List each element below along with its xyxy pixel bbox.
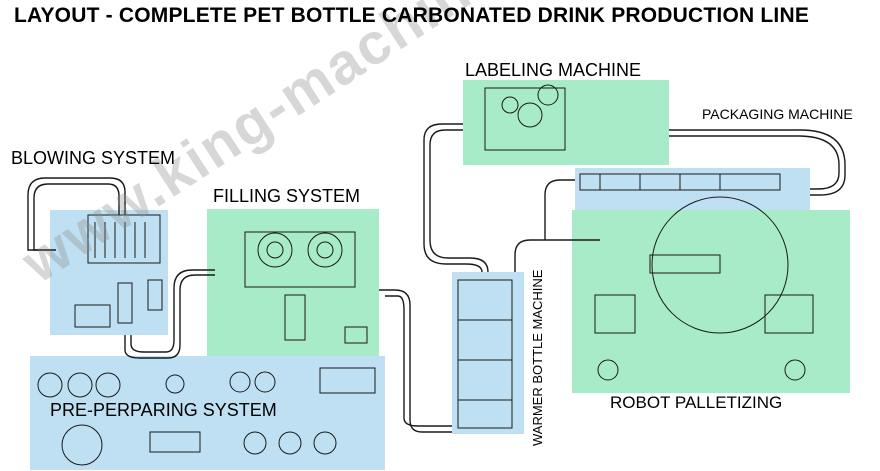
preparing-zone [30, 356, 385, 470]
page-title: LAYOUT - COMPLETE PET BOTTLE CARBONATED … [14, 4, 810, 27]
conveyor-lines [27, 123, 846, 433]
label-labeling-machine: LABELING MACHINE [465, 60, 642, 80]
label-robot-palletizing: ROBOT PALLETIZING [610, 393, 783, 412]
label-warmer-bottle-machine: WARMER BOTTLE MACHINE [530, 269, 545, 446]
label-filling-system: FILLING SYSTEM [213, 186, 361, 206]
label-preparing-system: PRE-PERPARING SYSTEM [50, 400, 277, 420]
blowing-zone [50, 210, 168, 335]
label-packaging-machine: PACKAGING MACHINE [702, 106, 853, 122]
warmer-zone [452, 272, 524, 434]
label-blowing-system: BLOWING SYSTEM [11, 148, 176, 168]
machine-details [37, 84, 814, 466]
labeling-zone [463, 80, 669, 165]
filling-zone [207, 209, 379, 359]
robot-zone [572, 210, 850, 393]
